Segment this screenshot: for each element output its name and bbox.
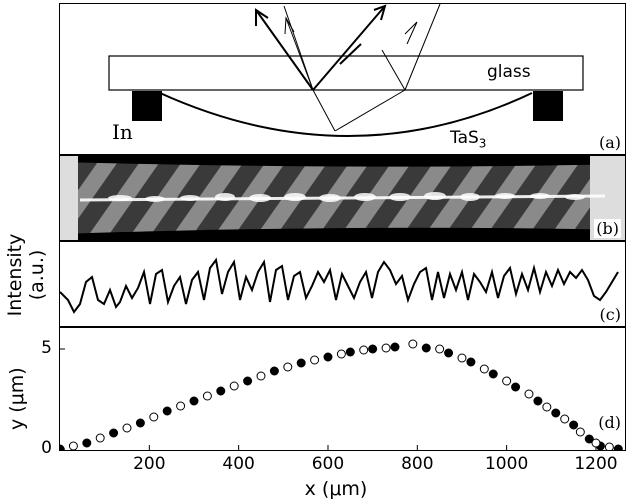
data-point-filled: [466, 357, 476, 367]
data-point-open: [283, 362, 293, 372]
x-axis-label: x (μm): [304, 478, 368, 500]
glass-slab: [108, 55, 584, 91]
intensity-label-line2: (a.u.): [26, 249, 48, 301]
data-point-open: [310, 355, 320, 365]
data-point-filled: [323, 352, 333, 362]
data-point-filled: [613, 444, 623, 450]
in-label: In: [112, 120, 133, 144]
data-point-open: [202, 391, 212, 401]
data-point-filled: [135, 418, 145, 428]
data-point-open: [575, 427, 585, 437]
data-point-filled: [216, 386, 226, 396]
data-point-open: [256, 371, 266, 381]
y-tick-label: 5: [41, 338, 52, 358]
data-point-filled: [269, 366, 279, 376]
y-tick-label: 0: [41, 438, 52, 458]
data-point-open: [95, 433, 105, 443]
data-point-open: [359, 345, 369, 355]
tas3-label: TaS3: [450, 128, 486, 150]
data-point-filled: [368, 344, 378, 354]
panel-d-chart: (d): [59, 327, 626, 451]
data-point-open: [122, 423, 132, 433]
y-axis-label: y (μm): [6, 367, 28, 430]
panel-a-schematic: glass In TaS3 (a): [59, 3, 626, 155]
data-point-filled: [296, 358, 306, 368]
intensity-trace: [60, 257, 619, 314]
data-point-filled: [551, 408, 561, 418]
data-point-filled: [421, 343, 431, 353]
data-point-open: [149, 412, 159, 422]
data-point-filled: [584, 434, 594, 444]
x-tick-label: 400: [222, 454, 255, 474]
tas3-label-sub: 3: [478, 136, 487, 151]
data-point-filled: [390, 342, 400, 352]
x-tick-labels: 200 400 600 800 1000 1200: [0, 454, 632, 476]
data-point-filled: [109, 428, 119, 438]
panel-b-image: (b): [59, 155, 626, 241]
data-point-filled: [488, 369, 498, 379]
data-point-open: [336, 349, 346, 359]
panel-c-tag: (c): [599, 305, 621, 324]
panel-b-tag: (b): [594, 219, 621, 238]
data-point-open: [479, 364, 489, 374]
data-point-open: [381, 343, 391, 353]
x-tick-label: 200: [133, 454, 166, 474]
light-rays: [255, 4, 441, 132]
in-contact-right: [533, 91, 563, 121]
x-tick-label: 600: [311, 454, 345, 474]
schematic-drawing: [108, 4, 584, 137]
intensity-label-line1: Intensity: [4, 233, 26, 317]
data-point-open: [502, 376, 512, 386]
tas3-whisker-curve: [159, 92, 533, 137]
data-point-filled: [189, 396, 199, 406]
tas3-label-main: TaS: [450, 128, 479, 148]
data-point-open: [176, 401, 186, 411]
data-point-open: [229, 381, 239, 391]
data-point-filled: [444, 348, 454, 358]
in-contact-left: [132, 91, 162, 121]
data-point-filled: [569, 420, 579, 430]
data-point-open: [604, 442, 614, 450]
data-point-filled: [162, 406, 172, 416]
data-point-open: [408, 339, 418, 349]
x-tick-label: 1000: [484, 454, 529, 474]
data-point-open: [68, 441, 78, 450]
x-tick-label: 800: [401, 454, 434, 474]
panel-d-tag: (d): [598, 413, 621, 432]
data-point-filled: [82, 438, 92, 448]
panel-a-tag: (a): [598, 133, 621, 152]
x-tick-label: 1200: [574, 454, 618, 474]
data-point-open: [457, 353, 467, 363]
data-point-filled: [60, 444, 65, 450]
scatter-chart: [60, 339, 623, 450]
data-point-filled: [533, 396, 543, 406]
intensity-axis-label: Intensity (a.u.): [4, 230, 48, 320]
intensity-line: [60, 257, 619, 314]
data-point-open: [591, 438, 601, 448]
data-point-filled: [243, 376, 253, 386]
glass-label: glass: [487, 62, 531, 82]
panel-c-intensity: (c): [59, 241, 626, 327]
data-point-open: [560, 414, 570, 424]
data-point-filled: [345, 347, 355, 357]
data-point-filled: [511, 382, 521, 392]
data-point-open: [542, 402, 552, 412]
interference-image: [60, 156, 625, 240]
data-point-open: [435, 344, 445, 354]
data-point-open: [524, 389, 534, 399]
